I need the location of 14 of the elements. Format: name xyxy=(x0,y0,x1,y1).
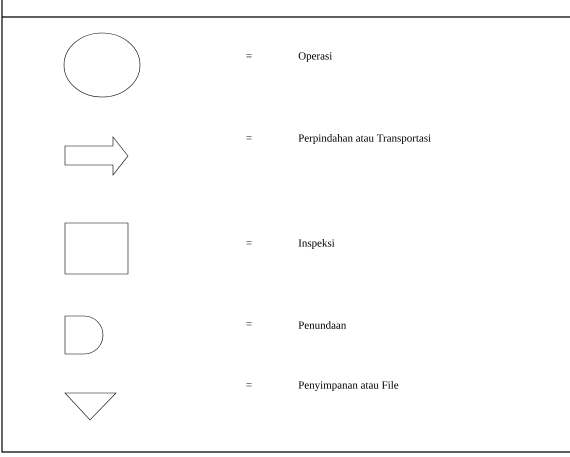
equals-sign: = xyxy=(246,136,252,140)
equals-sign: = xyxy=(246,322,252,326)
inspection-symbol xyxy=(64,222,128,274)
equals-sign: = xyxy=(246,54,252,58)
operation-symbol xyxy=(64,32,140,98)
legend-text: Penundaan xyxy=(298,321,346,329)
legend-text: Perpindahan atau Transportasi xyxy=(298,134,431,144)
legend-text: Inspeksi xyxy=(298,239,334,249)
equals-sign: = xyxy=(246,384,252,386)
delay-symbol xyxy=(64,316,104,354)
transport-arrow-symbol xyxy=(64,136,128,176)
equals-sign: = xyxy=(246,242,252,244)
legend-text: Penyimpanan atau File xyxy=(298,381,398,391)
legend-text: Operasi xyxy=(298,52,332,62)
